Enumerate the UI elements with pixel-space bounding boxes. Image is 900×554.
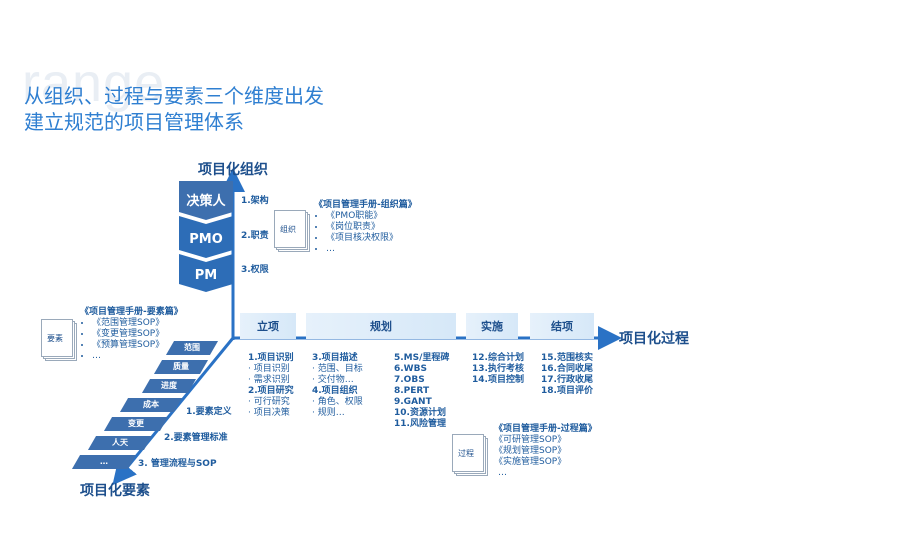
element-level-1: 1.要素定义 (186, 407, 232, 417)
guihua-details-b: 5.MS/里程碑 6.WBS 7.OBS 8.PERT 9.GANT 10.资源… (394, 353, 449, 430)
elements-doc-item: 《预算管理SOP》 (92, 340, 183, 351)
element-step-quality: 质量 (153, 360, 209, 374)
guihua-item: 5.MS/里程碑 (394, 353, 450, 363)
watermark-text: range (22, 53, 166, 113)
jiexiang-item: 15.范围核实 (541, 353, 593, 363)
guihua-h3: 3.项目描述 (312, 353, 358, 363)
role-pm: PM (194, 267, 218, 283)
guihua-s3a: · 范围、目标 (312, 364, 363, 374)
shishi-item: 14.项目控制 (472, 375, 524, 385)
org-doc-item: 《PMO职能》 (326, 211, 417, 222)
guihua-item: 11.风险管理 (394, 419, 446, 429)
role-decision-maker: 决策人 (186, 193, 226, 209)
guihua-s3b: · 交付物… (312, 375, 354, 385)
guihua-item: 8.PERT (394, 386, 430, 396)
elements-doc-list: 《项目管理手册-要素篇》 《范围管理SOP》 《变更管理SOP》 《预算管理SO… (80, 307, 183, 362)
process-doc-item: … (498, 468, 507, 478)
lixiang-s2a: · 可行研究 (248, 397, 290, 407)
org-doc-item: … (326, 244, 417, 255)
doc-label-process: 过程 (458, 449, 474, 458)
lixiang-s2b: · 项目决策 (248, 408, 290, 418)
process-doc-item: 《可研管理SOP》 (494, 435, 567, 445)
elements-doc-item: … (92, 351, 183, 362)
phase-jiexiang: 结项 (530, 313, 594, 339)
element-step-change: 变更 (103, 417, 169, 431)
guihua-item: 6.WBS (394, 364, 427, 374)
role-shape-1 (179, 181, 233, 220)
element-step-person-days: 人天 (87, 436, 153, 450)
process-axis-label: 项目化过程 (619, 331, 689, 347)
doc-label-org: 组织 (280, 225, 296, 234)
lixiang-h1: 1.项目识别 (248, 353, 294, 363)
element-step-scope: 范围 (165, 341, 219, 355)
guihua-s4a: · 角色、权限 (312, 397, 363, 407)
jiexiang-details: 15.范围核实 16.合同收尾 17.行政收尾 18.项目评价 (541, 353, 593, 397)
phase-lixiang: 立项 (240, 313, 296, 339)
elements-doc-item: 《变更管理SOP》 (92, 329, 183, 340)
org-step-2: 2.职责 (241, 231, 269, 241)
role-shape-3 (179, 254, 233, 292)
lixiang-details: 1.项目识别 · 项目识别 · 需求识别 2.项目研究 · 可行研究 · 项目决… (248, 353, 294, 419)
shishi-details: 12.综合计划 13.执行考核 14.项目控制 (472, 353, 524, 386)
title-line-1: 从组织、过程与要素三个维度出发 (24, 84, 324, 108)
jiexiang-item: 17.行政收尾 (541, 375, 593, 385)
org-step-3: 3.权限 (241, 265, 269, 275)
element-level-2: 2.要素管理标准 (164, 433, 228, 443)
guihua-details-a: 3.项目描述 · 范围、目标 · 交付物… 4.项目组织 · 角色、权限 · 规… (312, 353, 363, 419)
org-step-1: 1.架构 (241, 196, 269, 206)
org-doc-title: 《项目管理手册-组织篇》 (314, 200, 417, 210)
guihua-item: 10.资源计划 (394, 408, 446, 418)
phase-guihua: 规划 (306, 313, 456, 339)
process-doc-title: 《项目管理手册-过程篇》 (494, 424, 597, 434)
org-axis-label: 项目化组织 (198, 162, 268, 178)
jiexiang-item: 16.合同收尾 (541, 364, 593, 374)
element-step-cost: 成本 (119, 398, 183, 412)
element-step-schedule: 进度 (141, 379, 197, 393)
process-doc-item: 《规划管理SOP》 (494, 446, 567, 456)
shishi-item: 13.执行考核 (472, 364, 524, 374)
org-doc-item: 《项目核决权限》 (326, 233, 417, 244)
lixiang-h2: 2.项目研究 (248, 386, 294, 396)
guihua-item: 7.OBS (394, 375, 425, 385)
org-doc-list: 《项目管理手册-组织篇》 《PMO职能》 《岗位职责》 《项目核决权限》 … (314, 200, 417, 255)
lixiang-s1a: · 项目识别 (248, 364, 290, 374)
process-doc-item: 《实施管理SOP》 (494, 457, 567, 467)
jiexiang-item: 18.项目评价 (541, 386, 593, 396)
document-icon-org: 组织 (274, 210, 310, 252)
role-shape-2 (179, 216, 233, 258)
phase-shishi: 实施 (466, 313, 518, 339)
elements-doc-item: 《范围管理SOP》 (92, 318, 183, 329)
elements-doc-title: 《项目管理手册-要素篇》 (80, 307, 183, 317)
element-level-3: 3. 管理流程与SOP (138, 459, 217, 469)
lixiang-s1b: · 需求识别 (248, 375, 290, 385)
title-line-2: 建立规范的项目管理体系 (24, 110, 244, 134)
process-doc-list: 《项目管理手册-过程篇》 《可研管理SOP》 《规划管理SOP》 《实施管理SO… (494, 424, 597, 479)
doc-label-elements: 要素 (47, 334, 63, 343)
shishi-item: 12.综合计划 (472, 353, 524, 363)
guihua-item: 9.GANT (394, 397, 432, 407)
elements-axis-label: 项目化要素 (80, 483, 150, 499)
role-pmo: PMO (189, 231, 223, 247)
guihua-h4: 4.项目组织 (312, 386, 358, 396)
document-icon-elements: 要素 (41, 319, 77, 361)
guihua-s4b: · 规则… (312, 408, 345, 418)
document-icon-process: 过程 (452, 434, 488, 476)
element-step-more: … (71, 455, 137, 469)
org-doc-item: 《岗位职责》 (326, 222, 417, 233)
